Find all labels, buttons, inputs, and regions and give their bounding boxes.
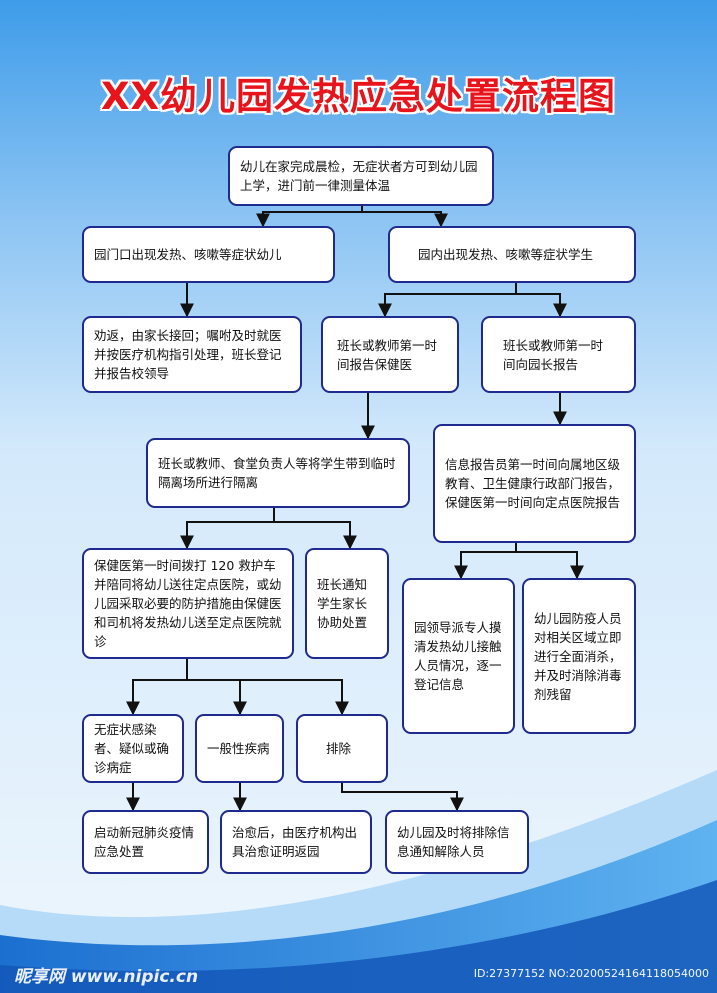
wave-deep xyxy=(0,880,717,993)
box-suspected: 无症状感染者、疑似或确诊病症 xyxy=(82,714,184,783)
box-excluded: 排除 xyxy=(296,714,388,783)
box-report-principal: 班长或教师第一时间向园长报告 xyxy=(481,316,636,393)
box-info-report: 信息报告员第一时间向属地区级教育、卫生健康行政部门报告，保健医第一时间向定点医院… xyxy=(433,424,636,543)
box-gate-action: 劝返，由家长接回；嘱咐及时就医并按医疗机构指引处理，班长登记并报告校领导 xyxy=(82,316,302,393)
box-notify-parents: 班长通知学生家长协助处置 xyxy=(305,548,389,659)
watermark-left: 昵享网 www.nipic.cn xyxy=(14,967,199,987)
page-title: XX幼儿园发热应急处置流程图 xyxy=(100,75,617,118)
connector-lines xyxy=(126,205,584,812)
box-emergency: 启动新冠肺炎疫情应急处置 xyxy=(82,810,209,874)
box-report-doctor: 班长或教师第一时间报告保健医 xyxy=(321,316,459,393)
box-general-illness: 一般性疾病 xyxy=(195,714,284,783)
box-cured: 治愈后，由医疗机构出具治愈证明返园 xyxy=(220,810,372,874)
box-inside-symptoms: 园内出现发热、咳嗽等症状学生 xyxy=(388,226,636,283)
box-release: 幼儿园及时将排除信息通知解除人员 xyxy=(385,810,529,874)
box-isolation: 班长或教师、食堂负责人等将学生带到临时隔离场所进行隔离 xyxy=(146,438,410,508)
box-disinfect: 幼儿园防疫人员对相关区域立即进行全面消杀，并及时消除消毒剂残留 xyxy=(522,578,636,734)
watermark-right: ID:27377152 NO:20200524164118054000 xyxy=(473,967,709,980)
box-hospital: 保健医第一时间拨打 120 救护车并陪同将幼儿送往定点医院，或幼儿园采取必要的防… xyxy=(82,548,294,659)
box-gate-symptoms: 园门口出现发热、咳嗽等症状幼儿 xyxy=(82,226,335,283)
box-contacts: 园领导派专人摸清发热幼儿接触人员情况，逐一登记信息 xyxy=(402,578,515,734)
box-morning-check: 幼儿在家完成晨检，无症状者方可到幼儿园上学，进门前一律测量体温 xyxy=(228,146,494,206)
